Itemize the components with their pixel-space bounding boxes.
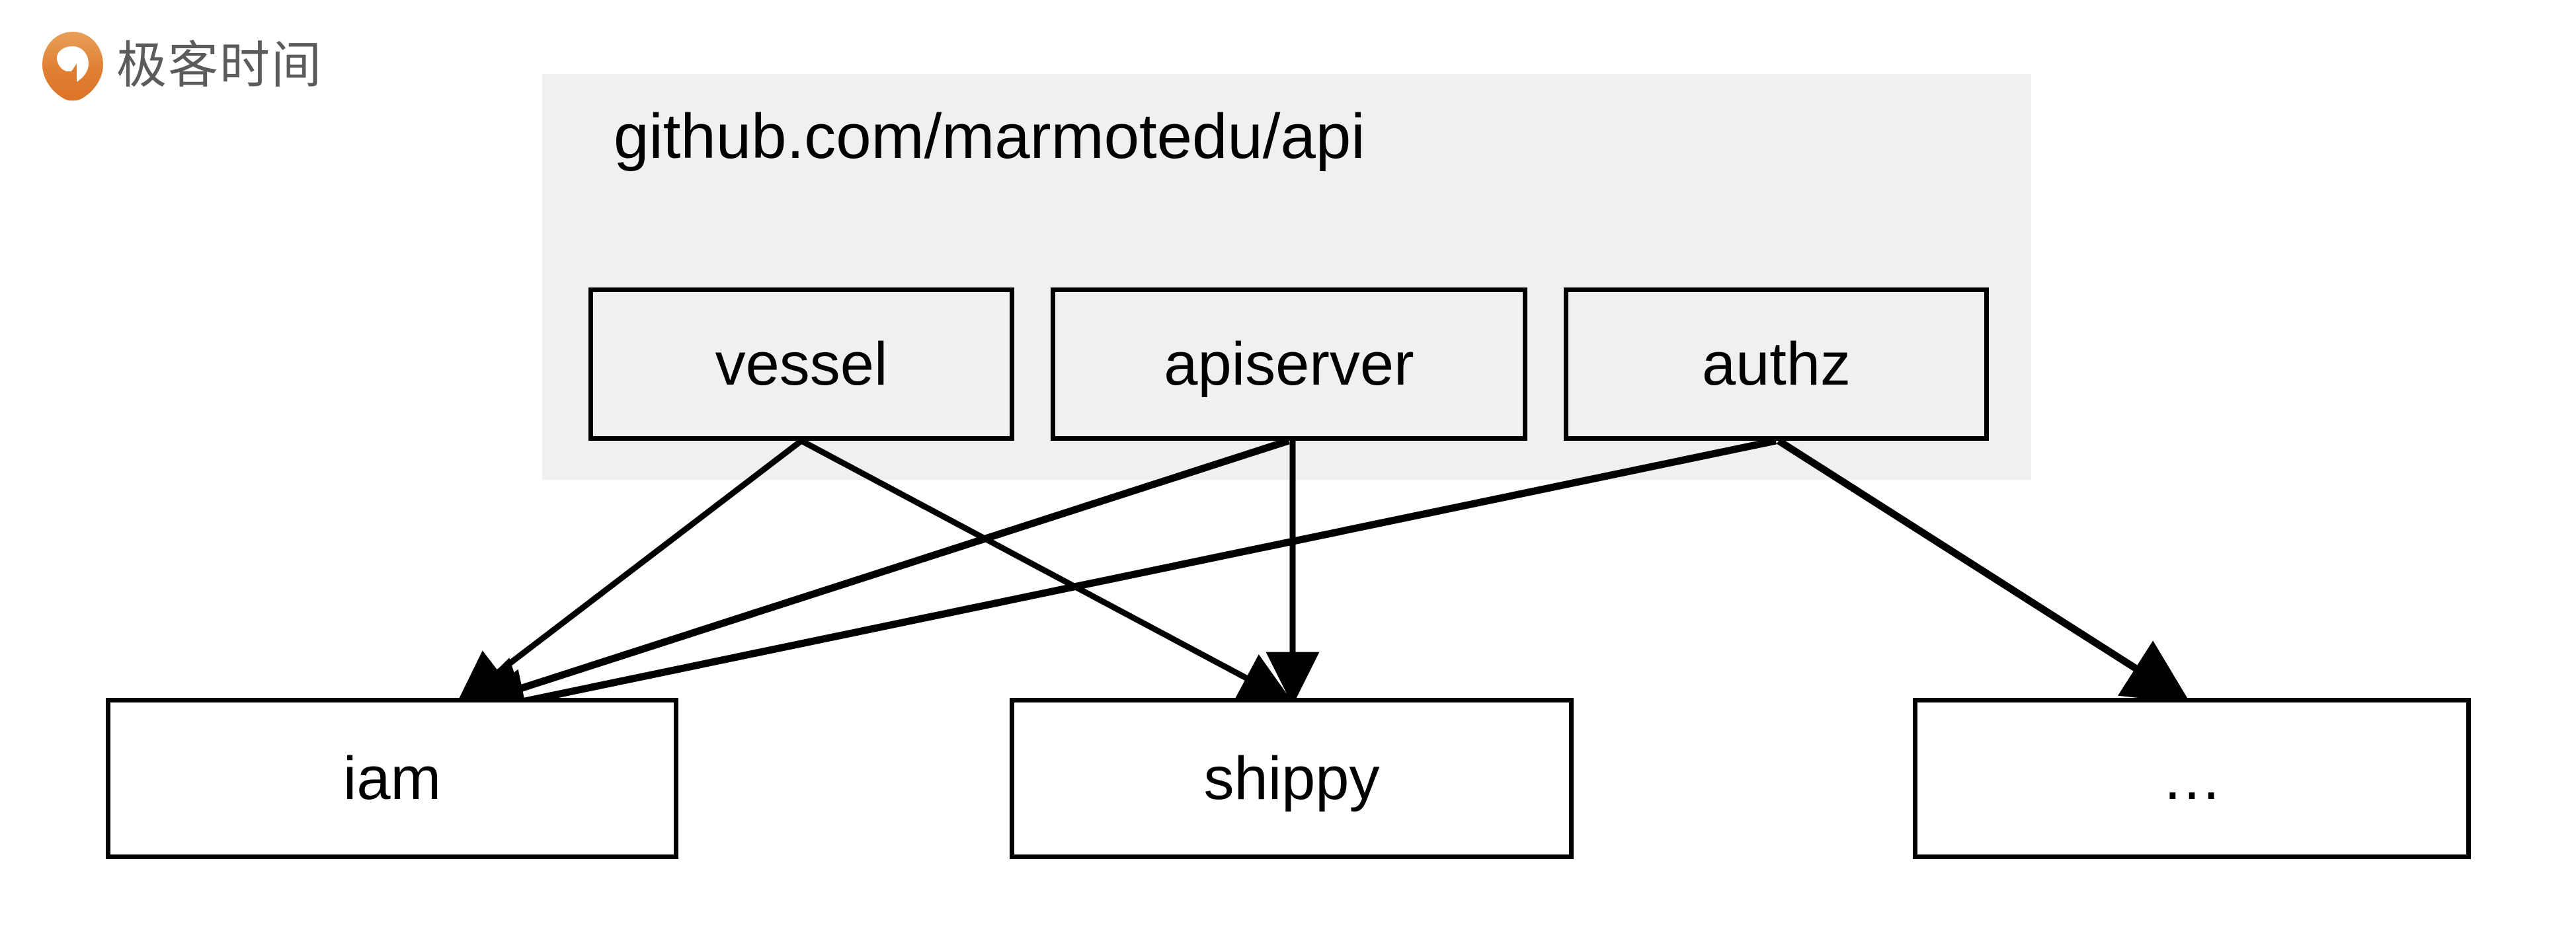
brand-watermark: 极客时间 bbox=[41, 30, 323, 102]
package-node-authz-label: authz bbox=[1701, 330, 1851, 398]
brand-name: 极客时间 bbox=[116, 38, 323, 94]
consumer-node-shippy-label: shippy bbox=[1203, 745, 1380, 812]
edge-authz-to-iam bbox=[460, 437, 1777, 734]
consumer-node-iam[interactable]: iam bbox=[106, 698, 678, 859]
geektime-drop-logo-icon bbox=[42, 32, 103, 101]
package-group-title: github.com/marmotedu/api bbox=[614, 101, 1365, 172]
package-node-apiserver[interactable]: apiserver bbox=[1051, 287, 1527, 441]
consumer-node-other[interactable]: … bbox=[1913, 698, 2471, 859]
edge-apiserver-to-iam bbox=[457, 437, 1290, 720]
consumer-node-iam-label: iam bbox=[342, 745, 442, 812]
package-node-vessel-label: vessel bbox=[715, 330, 888, 398]
consumer-node-other-label: … bbox=[2161, 745, 2222, 812]
package-node-vessel[interactable]: vessel bbox=[588, 287, 1014, 441]
consumer-node-shippy[interactable]: shippy bbox=[1010, 698, 1574, 859]
package-node-authz[interactable]: authz bbox=[1564, 287, 1989, 441]
package-node-apiserver-label: apiserver bbox=[1164, 330, 1414, 398]
